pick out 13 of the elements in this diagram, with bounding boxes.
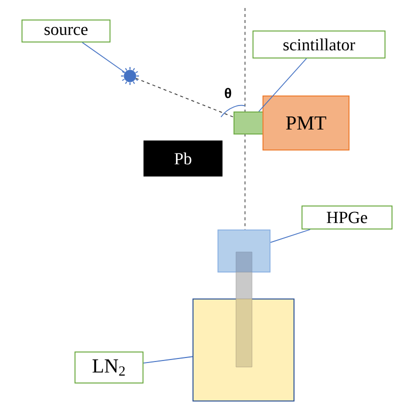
label-box: LN$_{2}$ xyxy=(74,352,144,384)
angle-label: θ xyxy=(224,88,232,98)
label-box: source xyxy=(22,20,110,42)
label-box: scintillator xyxy=(252,30,386,58)
pmt-box: PMT xyxy=(262,96,350,150)
leader-line xyxy=(143,356,193,364)
lead-block: Pb xyxy=(144,140,222,176)
leader-line xyxy=(270,229,311,243)
scintillator-box xyxy=(234,112,264,134)
leader-line xyxy=(258,58,307,112)
ray-line xyxy=(135,78,234,118)
leader-line xyxy=(82,42,126,73)
label-box: HPGe xyxy=(302,206,392,230)
